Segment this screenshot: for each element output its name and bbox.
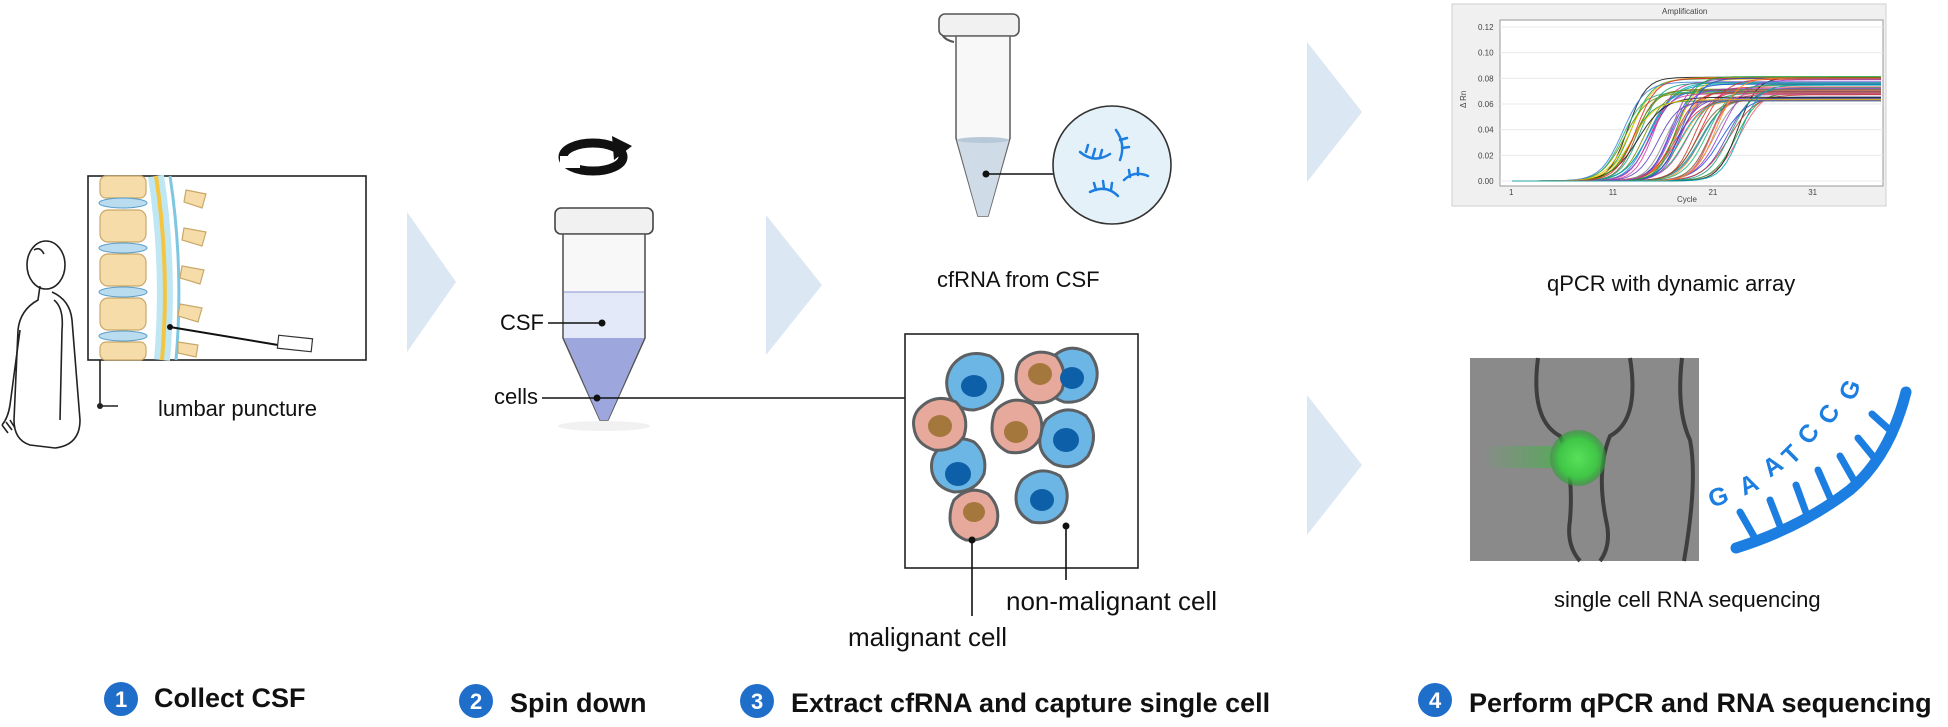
plot-xlabel: Cycle bbox=[1677, 195, 1698, 204]
plot-xtick-label: 31 bbox=[1808, 188, 1817, 197]
amplification-curves bbox=[1512, 76, 1881, 182]
lumbar-puncture-label: lumbar puncture bbox=[158, 396, 317, 421]
malignant-cell-label: malignant cell bbox=[848, 622, 1007, 652]
step-1-number: 1 bbox=[115, 687, 127, 712]
step-1: 1 Collect CSF bbox=[104, 682, 306, 716]
cfrna-from-csf-label: cfRNA from CSF bbox=[937, 267, 1100, 292]
sequencing-label: single cell RNA sequencing bbox=[1554, 587, 1821, 612]
step-4-number: 4 bbox=[1429, 688, 1442, 713]
cfrna-tube bbox=[938, 13, 1020, 217]
plot-ytick-label: 0.00 bbox=[1478, 177, 1494, 186]
arrow-to-qpcr bbox=[1307, 42, 1362, 182]
non-malignant-cell-label: non-malignant cell bbox=[1006, 586, 1217, 616]
sequence-letter: C bbox=[1813, 400, 1846, 429]
sequence-letter: C bbox=[1792, 419, 1825, 450]
plot-xtick-label: 1 bbox=[1509, 188, 1514, 197]
step-3-label: Extract cfRNA and capture single cell bbox=[791, 688, 1270, 718]
plot-ytick-label: 0.06 bbox=[1478, 100, 1494, 109]
step-3: 3 Extract cfRNA and capture single cell bbox=[740, 684, 1270, 718]
arrow-step2-to-3 bbox=[766, 215, 822, 355]
cells-label: cells bbox=[494, 384, 538, 409]
sequence-letter: A bbox=[1735, 468, 1763, 501]
sequence-letter: G bbox=[1704, 481, 1732, 514]
plot-ytick-label: 0.08 bbox=[1478, 74, 1494, 83]
plot-ytick-label: 0.02 bbox=[1478, 151, 1494, 160]
amplification-plot: Amplification 0.12 0.10 0.08 0.06 0.04 0.02 0.… bbox=[1451, 3, 1887, 207]
arrow-step1-to-2 bbox=[407, 212, 456, 352]
centrifuge-tube bbox=[554, 207, 654, 431]
amplification-curve bbox=[1512, 84, 1881, 182]
step-2-label: Spin down bbox=[510, 688, 646, 718]
cfrna-magnified-circle bbox=[1052, 105, 1172, 225]
step-1-label: Collect CSF bbox=[154, 683, 306, 713]
plot-ytick-label: 0.10 bbox=[1478, 49, 1494, 58]
plot-xtick-label: 21 bbox=[1708, 188, 1717, 197]
single-cell-microscopy bbox=[1470, 357, 1699, 563]
qpcr-label: qPCR with dynamic array bbox=[1547, 271, 1795, 296]
csf-label: CSF bbox=[500, 310, 544, 335]
rotate-icon bbox=[558, 136, 632, 176]
sequence-letter: G bbox=[1834, 376, 1867, 405]
single-cell-panel bbox=[904, 333, 1139, 569]
plot-ytick-label: 0.12 bbox=[1478, 23, 1494, 32]
plot-title: Amplification bbox=[1662, 7, 1707, 16]
arrow-to-sequencing bbox=[1307, 395, 1362, 535]
plot-xtick-label: 11 bbox=[1609, 188, 1618, 197]
patient-figure-icon bbox=[1, 240, 81, 449]
step-4: 4 Perform qPCR and RNA sequencing bbox=[1418, 683, 1932, 718]
plot-ytick-label: 0.04 bbox=[1478, 126, 1494, 135]
step-4-label: Perform qPCR and RNA sequencing bbox=[1469, 688, 1932, 718]
step-2-number: 2 bbox=[470, 689, 482, 714]
spine-inset bbox=[87, 174, 367, 361]
step-3-number: 3 bbox=[751, 689, 763, 714]
step-2: 2 Spin down bbox=[459, 684, 646, 718]
figure-callout-line bbox=[99, 355, 118, 407]
plot-ylabel: Δ Rn bbox=[1459, 91, 1468, 108]
